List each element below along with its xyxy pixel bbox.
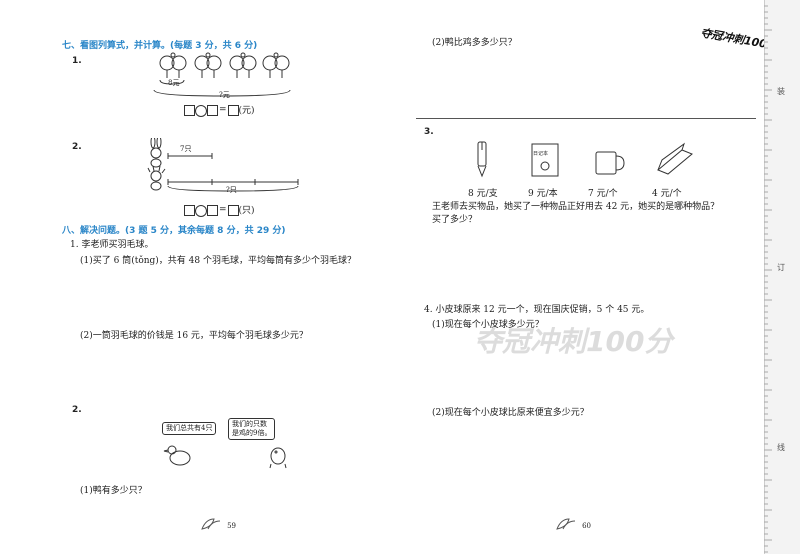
p1-q1: (1)买了 6 筒(tǒng)，共有 48 个羽毛球，平均每筒有多少个羽毛球？ [80,256,356,266]
q2-bottom-label: ?只 [226,186,237,194]
speech-bubble-ducks: 我们总共有4只 [162,422,217,435]
speech-bubble-chicks: 我们的只数 是鸡的9倍。 [228,418,276,440]
answer-box[interactable] [184,205,195,216]
q4-q2: (2)现在每个小皮球比原来便宜多少元？ [432,408,589,418]
q1-equation: =(元) [184,104,255,118]
shop-items-illustration [477,141,693,178]
paddles-illustration [153,52,291,97]
chick-icon [269,447,287,469]
operator-circle[interactable] [195,104,207,117]
q2-number: 2. [72,142,82,152]
p2-number: 2. [72,405,82,415]
section8-title: 八、解决问题。(3 题 5 分，其余每题 8 分，共 29 分) [62,226,286,236]
binding-label: 订 [777,263,785,272]
q2-top-label: 7只 [180,145,192,153]
page-number-left: 59 [200,516,236,535]
q1-bottom-label: ?元 [219,91,230,99]
logo-text: 夺冠冲刺100 [699,26,768,51]
duck-chick-illustration [163,445,287,469]
pen-icon [477,141,487,178]
hedgehog-icon [147,165,166,191]
q1-number: 1. [72,56,82,66]
p1-title: 1. 李老师买羽毛球。 [70,240,154,250]
q2-equation: =(只) [184,204,255,218]
item-price-pencil-case: 4 元/个 [652,189,682,199]
paddle-icon [159,52,187,78]
diary-icon [531,143,559,177]
section7-title: 七、看图列算式，并计算。(每题 3 分，共 6 分) [62,41,258,51]
bubble-line: 我们的只数 [232,420,267,428]
paddle-icon [229,52,257,78]
q1-unit: (元) [238,106,255,116]
answer-box[interactable] [227,205,239,216]
divider [416,118,756,119]
binding-label: 装 [777,87,785,96]
paddle-icon [262,52,290,78]
q3-text-line2: 买了多少？ [432,215,478,225]
brand-logo: 夺冠冲刺100分 [699,24,774,55]
answer-box[interactable] [227,105,239,116]
page-leaf-icon [556,518,576,530]
item-price-cup: 7 元/个 [588,189,618,199]
binding-label: 线 [777,443,785,452]
page-number-text: 60 [582,522,592,530]
pencil-case-icon [657,142,693,175]
q1-top-label: 8元 [168,79,180,87]
q4-q1: (1)现在每个小皮球多少元？ [432,320,544,330]
p2-q1: (1)鸭有多少只？ [80,486,147,496]
p1-q2: (2)一筒羽毛球的价钱是 16 元，平均每个羽毛球多少元？ [80,331,308,341]
answer-box[interactable] [207,205,218,216]
binding-ruler-ticks [764,5,772,553]
animals-line-illustration [147,138,299,192]
binding-margin: 装 订 线 [764,0,800,554]
page-number-text: 59 [227,522,237,530]
rabbit-icon [150,138,162,168]
operator-circle[interactable] [195,204,207,217]
q3-text-line1: 王老师去买物品，她买了一种物品正好用去 42 元，她买的是哪种物品？ [432,202,720,212]
p2-q2: (2)鸭比鸡多多少只？ [432,38,517,48]
duck-icon [163,445,191,466]
watermark: 夺冠冲刺100分 [474,325,673,358]
item-price-pen: 8 元/支 [468,189,498,199]
page-leaf-icon [201,518,221,530]
answer-box[interactable] [207,105,218,116]
q2-unit: (只) [238,206,255,216]
paddle-icon [194,52,222,78]
page-number-right: 60 [555,516,591,535]
item-price-diary: 9 元/本 [528,189,558,199]
q3-number: 3. [424,127,434,137]
answer-box[interactable] [184,105,195,116]
cup-icon [595,151,625,175]
diary-cover-text: 日记本 [533,151,549,157]
bubble-line: 是鸡的9倍。 [232,429,272,437]
q4-title: 4. 小皮球原来 12 元一个，现在国庆促销，5 个 45 元。 [424,305,650,315]
